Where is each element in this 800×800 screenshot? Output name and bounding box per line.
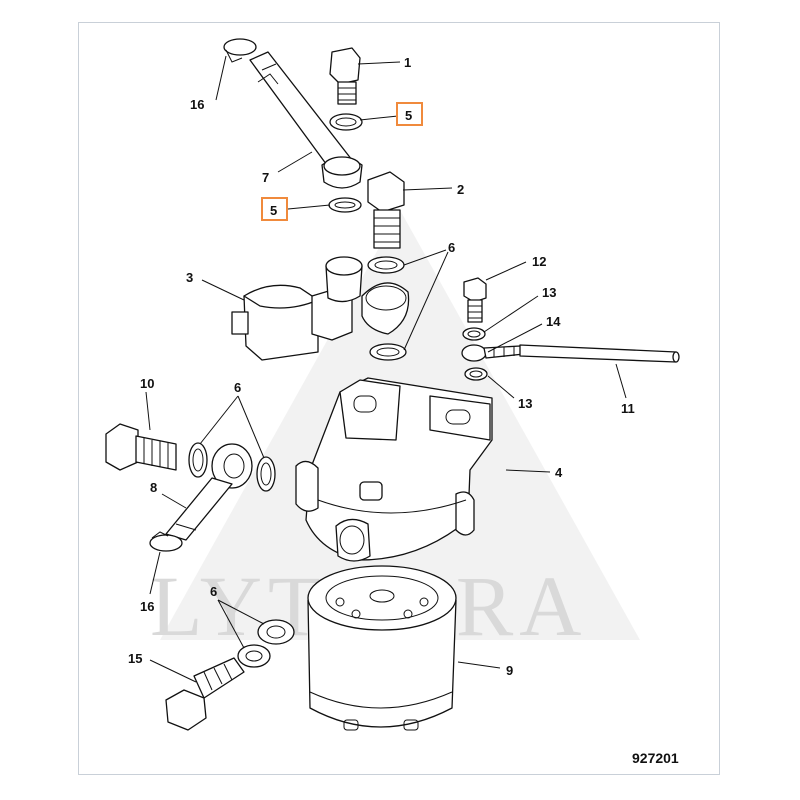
callout-13-upper: 13 xyxy=(542,285,556,300)
fuel-pipe-11 xyxy=(519,344,680,363)
banjo-hose-8 xyxy=(165,443,253,541)
banjo-fitting-3 xyxy=(231,256,410,361)
sealing-washer-6-d xyxy=(256,456,276,492)
callout-12: 12 xyxy=(532,254,546,269)
banjo-bolt-10 xyxy=(105,423,177,471)
document-number: 927201 xyxy=(632,750,679,766)
callout-11: 11 xyxy=(621,401,635,416)
filter-cartridge-9 xyxy=(307,565,457,731)
sealing-washer-6-e xyxy=(257,619,295,645)
callout-14: 14 xyxy=(546,314,561,329)
filter-head-4 xyxy=(295,377,493,562)
leader-lines xyxy=(145,55,627,683)
hose-clamp-16-lower xyxy=(149,531,183,552)
callout-1: 1 xyxy=(404,55,411,70)
callout-9: 9 xyxy=(506,663,513,678)
banjo-fitting-14 xyxy=(461,344,525,362)
sealing-washer-6-b xyxy=(369,343,407,361)
callout-7: 7 xyxy=(262,170,269,185)
sealing-washer-13-b xyxy=(464,367,488,381)
callout-2: 2 xyxy=(457,182,464,197)
callout-15: 15 xyxy=(128,651,142,666)
sealing-washer-6-a xyxy=(367,256,405,274)
sealing-washer-13-a xyxy=(462,327,486,341)
callout-13-lower: 13 xyxy=(518,396,532,411)
hose-upper-7 xyxy=(223,38,363,189)
callout-6-middle: 6 xyxy=(234,380,241,395)
banjo-bolt-1 xyxy=(329,47,361,105)
callout-6-lower: 6 xyxy=(210,584,217,599)
callout-3: 3 xyxy=(186,270,193,285)
sealing-washer-6-c xyxy=(188,442,208,478)
banjo-bolt-2 xyxy=(367,171,405,249)
callout-5-highlight-upper xyxy=(396,102,423,126)
banjo-bolt-12 xyxy=(463,277,487,323)
callout-5-upper: 5 xyxy=(405,108,412,123)
callout-6-upper: 6 xyxy=(448,240,455,255)
callout-5-lower: 5 xyxy=(270,203,277,218)
sealing-washer-5-lower xyxy=(328,197,362,213)
callout-4: 4 xyxy=(555,465,563,480)
callout-8: 8 xyxy=(150,480,157,495)
callout-16-upper: 16 xyxy=(190,97,204,112)
callout-16-lower: 16 xyxy=(140,599,154,614)
sealing-washer-6-f xyxy=(237,644,271,668)
callout-labels: 1 5 2 5 6 3 16 7 12 13 14 13 11 10 6 4 8… xyxy=(128,55,635,678)
callout-5-highlight-lower xyxy=(261,197,288,221)
bleed-bolt-15 xyxy=(165,657,245,731)
callout-10: 10 xyxy=(140,376,154,391)
sealing-washer-5-upper xyxy=(329,113,363,131)
